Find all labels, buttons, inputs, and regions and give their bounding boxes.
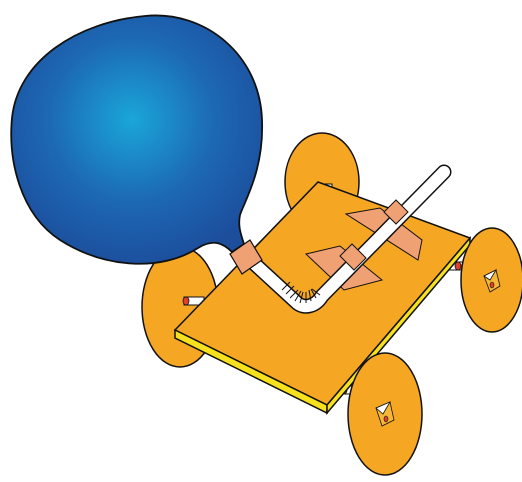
front-right-wheel <box>348 353 422 475</box>
back-right-wheel <box>461 228 522 332</box>
balloon <box>11 15 262 263</box>
